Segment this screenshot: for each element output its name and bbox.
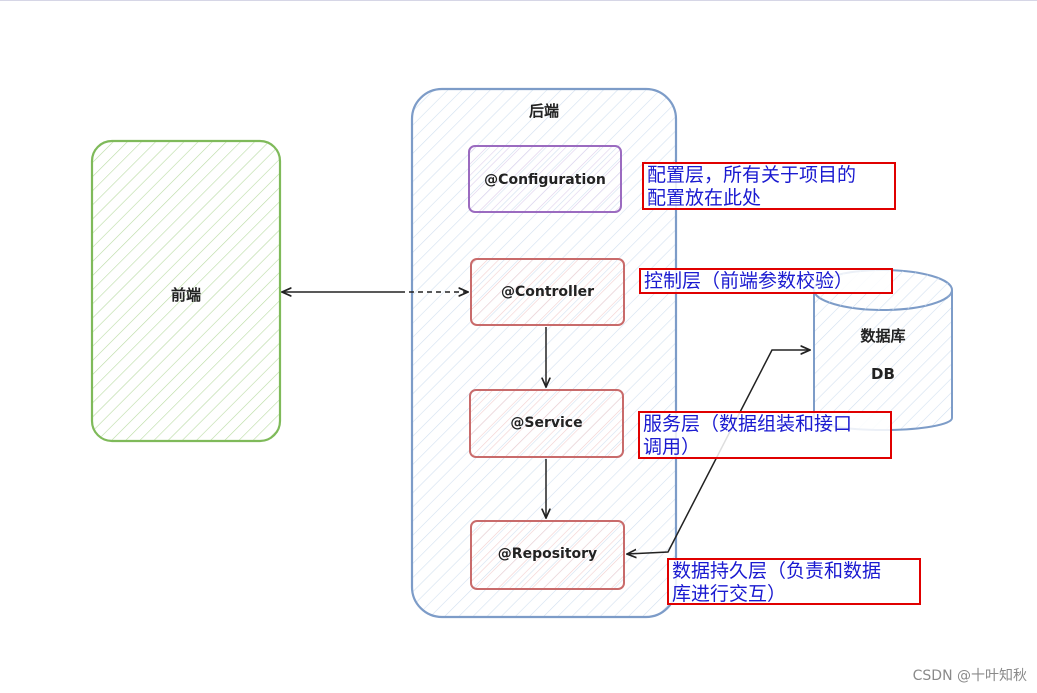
database-cylinder (813, 269, 953, 431)
service-label: @Service (510, 415, 583, 431)
service-annotation: 服务层（数据组装和接口 调用） (638, 411, 892, 459)
configuration-annotation-line-1: 配置层，所有关于项目的 (647, 164, 857, 186)
controller-box (470, 258, 625, 326)
service-annotation-line-1: 服务层（数据组装和接口 (643, 413, 853, 435)
frontend-label: 前端 (170, 286, 201, 304)
service-annotation-line-2: 调用） (643, 436, 701, 458)
top-border-line (0, 0, 1037, 1)
database-label: 数据库 (860, 327, 906, 345)
configuration-label: @Configuration (484, 172, 606, 188)
repository-label: @Repository (497, 546, 598, 562)
configuration-box (468, 145, 622, 213)
repository-annotation: 数据持久层（负责和数据 库进行交互） (667, 558, 921, 605)
controller-annotation-line-1: 控制层（前端参数校验） (644, 270, 854, 292)
configuration-annotation: 配置层，所有关于项目的 配置放在此处 (642, 162, 896, 210)
database-sublabel: DB (871, 365, 895, 383)
controller-annotation: 控制层（前端参数校验） (639, 268, 893, 294)
repository-annotation-line-2: 库进行交互） (672, 583, 787, 605)
repository-annotation-line-1: 数据持久层（负责和数据 (672, 560, 882, 582)
frontend-box (90, 139, 282, 443)
repository-box (470, 520, 625, 590)
service-box (469, 389, 624, 458)
backend-title: 后端 (528, 102, 559, 120)
controller-label: @Controller (500, 284, 595, 300)
csdn-watermark: CSDN @十叶知秋 (912, 668, 1027, 684)
configuration-annotation-line-2: 配置放在此处 (647, 187, 762, 209)
